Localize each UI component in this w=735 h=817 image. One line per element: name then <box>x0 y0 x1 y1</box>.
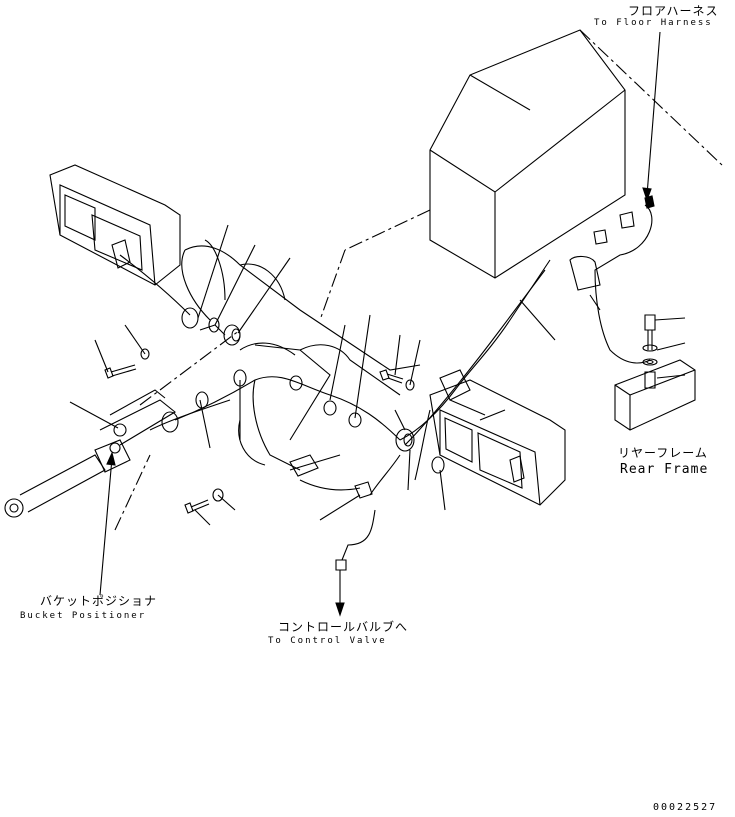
control-valve-label-jp: コントロールバルブへ <box>278 620 409 634</box>
rear-frame-bolt <box>643 315 657 388</box>
left-lamp-housing <box>50 165 180 285</box>
floor-harness-label-en: To Floor Harness <box>594 18 713 28</box>
right-lamp-housing <box>430 380 565 505</box>
arrows <box>100 32 660 615</box>
bucket-positioner-rod <box>5 390 175 517</box>
rear-frame-label-jp: リヤーフレーム <box>618 446 708 460</box>
bucket-positioner-label-en: Bucket Positioner <box>20 611 147 621</box>
grommets <box>162 308 444 473</box>
rear-frame <box>615 360 695 430</box>
bucket-positioner-label-jp: バケットポジショナ <box>40 594 158 608</box>
rear-frame-label-en: Rear Frame <box>620 462 709 477</box>
lift-arm <box>115 240 420 530</box>
cab-box <box>320 30 722 320</box>
bolts-left <box>105 349 414 513</box>
floor-harness-label-jp: フロアハーネス <box>628 4 719 18</box>
control-valve-label-en: To Control Valve <box>268 636 387 646</box>
drawing-number: 00022527 <box>653 802 718 813</box>
leader-lines <box>70 225 685 525</box>
